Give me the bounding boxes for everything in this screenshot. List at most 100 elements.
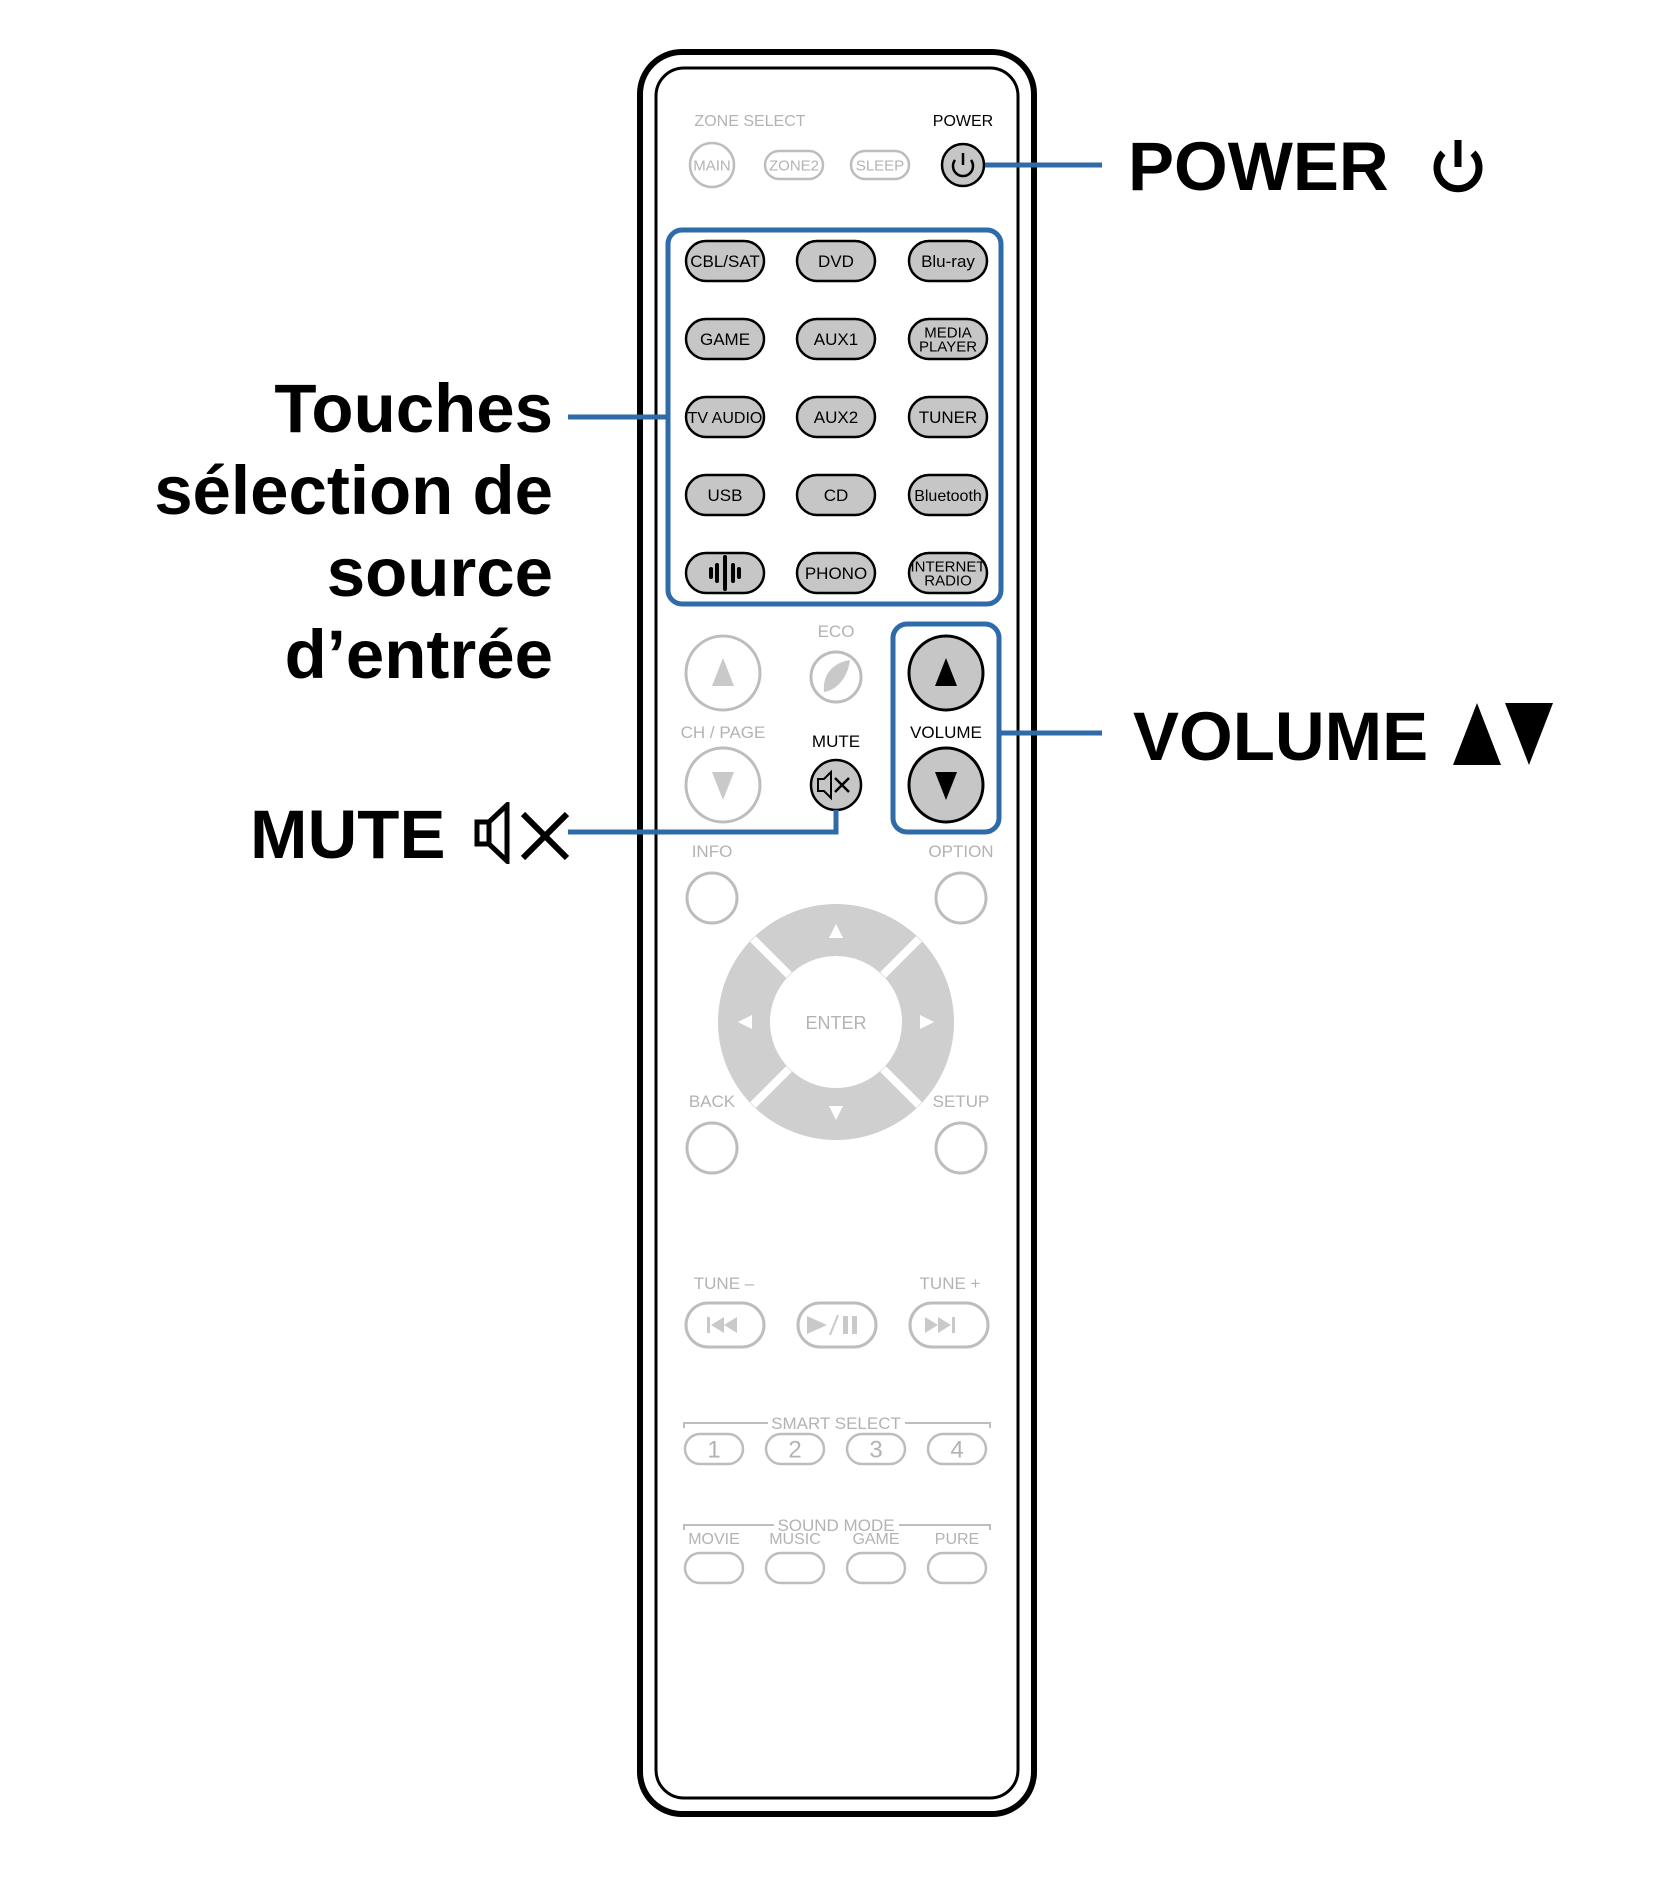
eco-leaf-icon <box>823 660 850 692</box>
nav-right-icon <box>920 1015 934 1029</box>
nav-left-icon <box>738 1015 752 1029</box>
sound-mode-label: MUSIC <box>769 1531 821 1548</box>
sound-mode-buttons: MOVIE MUSIC GAME PURE <box>683 1531 988 1585</box>
source-callout-line-4: d’entrée <box>284 616 553 693</box>
heos-icon <box>709 555 741 591</box>
smart-select-button-2[interactable]: 2 <box>764 1432 826 1466</box>
volume-button-label: VOLUME <box>910 723 982 742</box>
tune-plus-label: TUNE + <box>920 1274 981 1293</box>
mute-callout-text: MUTE <box>250 796 446 873</box>
back-button[interactable] <box>685 1121 739 1175</box>
channel-up-button[interactable] <box>684 634 762 712</box>
info-button[interactable] <box>685 871 739 925</box>
mute-callout-line <box>568 810 839 835</box>
mute-icon-small <box>817 769 850 801</box>
source-button-tv-audio[interactable]: TV AUDIO <box>684 395 766 439</box>
source-button-cbl-sat[interactable]: CBL/SAT <box>684 239 766 283</box>
source-button-blu-ray[interactable]: Blu-ray <box>907 239 989 283</box>
zone-button-sleep[interactable]: SLEEP <box>849 149 911 181</box>
volume-up-icon <box>935 658 957 686</box>
mute-callout: MUTE <box>250 799 573 869</box>
smart-select-button-label: 2 <box>788 1437 801 1464</box>
back-label: BACK <box>689 1092 736 1111</box>
zone-button-main[interactable]: MAIN <box>688 141 736 189</box>
source-button-label: Bluetooth <box>914 488 982 505</box>
channel-down-button[interactable] <box>684 746 762 824</box>
source-button-label: Blu-ray <box>921 252 975 271</box>
ch-page-label: CH / PAGE <box>681 723 766 742</box>
source-button-label-line-2: PLAYER <box>919 339 977 356</box>
source-button-aux1[interactable]: AUX1 <box>795 317 877 361</box>
nav-up-icon <box>829 924 843 938</box>
source-button-label: AUX1 <box>814 330 858 349</box>
eco-button[interactable] <box>809 650 863 704</box>
source-button-aux2[interactable]: AUX2 <box>795 395 877 439</box>
source-button-heos[interactable] <box>684 551 766 595</box>
source-button-label-line-2: RADIO <box>924 573 972 590</box>
option-button[interactable] <box>934 871 988 925</box>
play-pause-button[interactable] <box>796 1301 878 1349</box>
zone-button-label: ZONE2 <box>769 157 819 174</box>
source-button-phono[interactable]: PHONO <box>795 551 877 595</box>
power-icon <box>1433 140 1483 193</box>
source-button-usb[interactable]: USB <box>684 473 766 517</box>
mute-button[interactable] <box>809 758 863 812</box>
skip-forward-button[interactable] <box>908 1301 990 1349</box>
zone-button-label: SLEEP <box>856 157 904 174</box>
sound-mode-button-game[interactable]: GAME <box>845 1531 907 1585</box>
enter-button[interactable]: ENTER <box>805 1013 866 1033</box>
volume-arrows-icon <box>1453 703 1554 765</box>
sound-mode-button-movie[interactable]: MOVIE <box>683 1531 745 1585</box>
power-callout-text: POWER <box>1128 128 1389 205</box>
source-button-label: TV AUDIO <box>688 410 763 427</box>
power-button-label: POWER <box>933 113 993 130</box>
source-callout-line-1: Touches <box>274 370 553 447</box>
source-button-label-line-1: MEDIA <box>924 324 972 341</box>
source-select-callout: Touches sélection de source d’entrée <box>154 368 553 696</box>
zone-button-label: MAIN <box>693 157 731 174</box>
smart-select-button-label: 4 <box>950 1437 963 1464</box>
source-button-label-line-1: INTERNET <box>911 558 986 575</box>
nav-down-icon <box>829 1106 843 1120</box>
volume-down-icon <box>935 772 957 800</box>
source-button-cd[interactable]: CD <box>795 473 877 517</box>
setup-button[interactable] <box>934 1121 988 1175</box>
navigation-pad[interactable] <box>718 904 954 1140</box>
eco-label: ECO <box>818 622 855 641</box>
volume-down-button[interactable] <box>907 746 985 824</box>
setup-label: SETUP <box>933 1092 990 1111</box>
mute-button-label: MUTE <box>812 732 860 751</box>
info-label: INFO <box>692 842 733 861</box>
smart-select-button-4[interactable]: 4 <box>926 1432 988 1466</box>
zone-buttons: MAIN ZONE2 SLEEP <box>688 141 911 189</box>
volume-callout-text: VOLUME <box>1133 698 1429 775</box>
source-button-dvd[interactable]: DVD <box>795 239 877 283</box>
volume-up-button[interactable] <box>907 634 985 712</box>
option-label: OPTION <box>928 842 993 861</box>
source-callout-line-3: source <box>326 534 553 611</box>
skip-back-button[interactable] <box>684 1301 766 1349</box>
tune-minus-label: TUNE – <box>694 1274 755 1293</box>
zone-button-zone2[interactable]: ZONE2 <box>763 149 825 181</box>
source-button-label: PHONO <box>805 564 867 583</box>
remote-inner-body <box>654 66 1020 1800</box>
sound-mode-button-music[interactable]: MUSIC <box>764 1531 826 1585</box>
smart-select-button-1[interactable]: 1 <box>683 1432 745 1466</box>
sound-mode-button-pure[interactable]: PURE <box>926 1531 988 1585</box>
source-button-game[interactable]: GAME <box>684 317 766 361</box>
zone-select-label: ZONE SELECT <box>694 113 805 130</box>
sound-mode-label: MOVIE <box>688 1531 740 1548</box>
sound-mode-bracket <box>683 1524 991 1530</box>
source-button-label: USB <box>708 486 743 505</box>
smart-select-button-3[interactable]: 3 <box>845 1432 907 1466</box>
source-button-bluetooth[interactable]: Bluetooth <box>907 473 989 517</box>
mute-icon <box>474 799 569 867</box>
source-button-tuner[interactable]: TUNER <box>907 395 989 439</box>
source-button-label: CD <box>824 486 849 505</box>
power-button[interactable] <box>940 142 986 188</box>
skip-forward-icon <box>925 1317 955 1333</box>
